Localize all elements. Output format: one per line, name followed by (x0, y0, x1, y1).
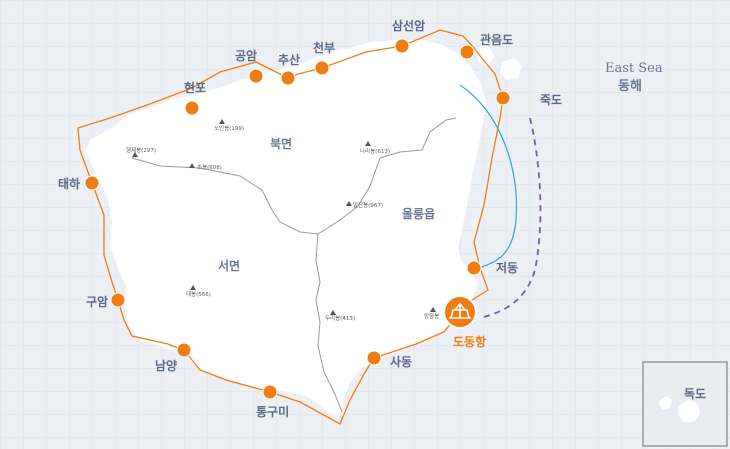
road-south (315, 233, 343, 413)
svg-text:나리봉(613): 나리봉(613) (360, 147, 390, 155)
svg-text:저동: 저동 (496, 260, 518, 275)
peak-manghyang: 망향봉 (424, 307, 439, 320)
stop-jeodong[interactable]: 저동 (466, 260, 518, 276)
svg-text:도동항: 도동항 (453, 334, 486, 349)
svg-text:초봉(608): 초봉(608) (197, 164, 222, 171)
svg-text:형제봉(297): 형제봉(297) (126, 146, 156, 154)
svg-text:태하: 태하 (58, 176, 80, 191)
peak-mijeon: 말잔봉(967) (346, 201, 383, 209)
jukdo-island (500, 58, 522, 80)
road-west (131, 117, 457, 235)
peak-chobong: 초봉(608) (189, 163, 222, 171)
route-blue (459, 84, 518, 269)
sea-label-en: East Sea (605, 61, 663, 76)
stop-chusan[interactable]: 추산 (278, 52, 300, 86)
peak-narisbong: 나리봉(613) (360, 141, 390, 155)
svg-text:공암: 공암 (235, 49, 257, 63)
peak-daebong: 대봉(566) (186, 285, 211, 298)
svg-text:삼선암: 삼선암 (392, 18, 425, 33)
svg-text:관음도: 관음도 (480, 32, 513, 47)
route-purple-dashed (479, 117, 542, 319)
svg-text:남양: 남양 (155, 358, 177, 373)
svg-text:천부: 천부 (313, 40, 335, 55)
stop-tonggumi[interactable]: 통구미 (256, 384, 289, 419)
peak-duribong: 두리봉(413) (325, 310, 355, 322)
region-seomyeon: 서면 (218, 258, 240, 273)
ulleungdo-island (86, 40, 486, 416)
svg-text:노인봉(199): 노인봉(199) (214, 125, 244, 132)
svg-text:말잔봉(967): 말잔봉(967) (353, 201, 383, 209)
peak-hyeongje: 형제봉(297) (126, 146, 156, 157)
region-ulleungeup: 울릉읍 (402, 206, 435, 221)
stop-sadong[interactable]: 사동 (366, 350, 412, 369)
svg-text:추산: 추산 (278, 52, 300, 67)
dokdo-inset (642, 361, 728, 447)
svg-text:죽도: 죽도 (540, 93, 562, 107)
svg-text:통구미: 통구미 (256, 404, 289, 419)
stop-guam[interactable]: 구암 (86, 292, 126, 309)
svg-text:현포: 현포 (184, 80, 206, 95)
svg-text:망향봉: 망향봉 (424, 312, 439, 320)
stop-samseonam[interactable]: 삼선암 (392, 18, 425, 54)
stop-cheonbu[interactable]: 천부 (313, 40, 335, 76)
svg-text:구암: 구암 (86, 295, 108, 309)
stop-gongam[interactable]: 공암 (235, 49, 264, 84)
stop-taeha[interactable]: 태하 (58, 175, 100, 191)
svg-text:사동: 사동 (390, 354, 412, 369)
stop-gwaneumdo[interactable]: 관음도 (459, 32, 513, 60)
region-bukmyeon: 북면 (270, 136, 292, 151)
sea-label-ko: 동해 (618, 78, 642, 94)
stop-jukdo[interactable]: 죽도 (495, 90, 562, 107)
route-orange-loop (77, 29, 504, 425)
dokdo-west-islet (658, 396, 672, 410)
stop-namyang[interactable]: 남양 (155, 342, 192, 373)
dokdo-label: 독도 (684, 387, 706, 401)
peak-noin: 노인봉(199) (214, 119, 244, 132)
svg-text:두리봉(413): 두리봉(413) (325, 314, 355, 322)
svg-text:대봉(566): 대봉(566) (186, 290, 211, 298)
gwaneumdo-island (476, 44, 494, 66)
port-dodong[interactable]: 도동항 (443, 295, 486, 349)
stop-hyeonpo[interactable]: 현포 (184, 80, 206, 116)
dokdo-east-islet (678, 400, 700, 422)
ship-icon (449, 302, 471, 319)
